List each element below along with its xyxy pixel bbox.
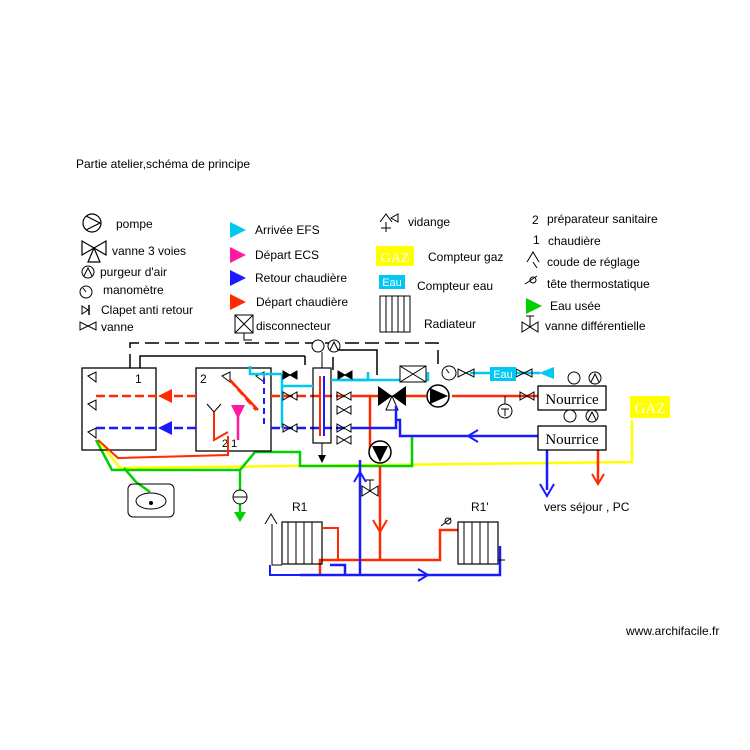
gas-meter-icon [376, 246, 414, 266]
legend-col2: Arrivée EFS Départ ECS Retour chaudière … [230, 222, 348, 341]
vers-sejour-label: vers séjour , PC [544, 500, 630, 514]
differential-valve-icon [521, 315, 539, 333]
legend-ecs: Départ ECS [255, 248, 319, 262]
legend-clapet: Clapet anti retour [101, 303, 193, 317]
tank-num: 2 [200, 372, 207, 386]
drain-icon [379, 213, 399, 232]
water-meter [490, 367, 516, 381]
radiator-r1 [264, 513, 339, 576]
legend-tete: tête thermostatique [547, 277, 650, 291]
manifold-2: Nourrice [537, 409, 607, 451]
r1p-label: R1' [471, 500, 489, 514]
water-meter-icon [379, 275, 405, 289]
legend-prep-num: 2 [532, 213, 539, 227]
main-pump-icon [426, 384, 450, 408]
manifold-1: Nourrice [537, 371, 607, 411]
radiator-pump-icon [368, 440, 392, 464]
thermostatic-head-icon [524, 275, 538, 285]
legend-disconnecteur: disconnecteur [256, 319, 331, 333]
water-meter-label: Eau [382, 277, 402, 289]
footer-url[interactable]: www.archifacile.fr [625, 624, 719, 638]
legend-depart: Départ chaudière [256, 295, 348, 309]
legend-usee: Eau usée [550, 299, 601, 313]
efs-arrow-icon [230, 222, 246, 238]
legend-col3: vidange GAZ Compteur gaz Eau Compteur ea… [376, 213, 503, 333]
thermometer-icon [497, 396, 513, 419]
legend-radiateur: Radiateur [424, 317, 476, 331]
return-arrow-icon [230, 270, 246, 286]
radiator-r1p [440, 517, 505, 565]
r1-label: R1 [292, 500, 308, 514]
dhw-tank-box [195, 367, 272, 452]
three-way-valve [378, 386, 406, 411]
waste-arrow-icon [526, 298, 542, 314]
legend-chaud: chaudière [548, 234, 601, 248]
collector-valves [282, 370, 353, 445]
three-way-valve-icon [81, 239, 107, 263]
legend-pompe: pompe [116, 217, 153, 231]
legend-vidange: vidange [408, 215, 450, 229]
return-arrow [158, 421, 172, 435]
legend-efs: Arrivée EFS [255, 223, 320, 237]
disconnector [399, 365, 427, 383]
supply-arrow [158, 389, 172, 403]
valve-icon [79, 321, 97, 331]
boiler-valves [87, 371, 97, 439]
legend-prep: préparateur sanitaire [547, 212, 658, 226]
ecs-arrow [231, 405, 245, 419]
legend-retour: Retour chaudière [255, 271, 347, 285]
air-vent-icon [81, 265, 95, 279]
legend-vanne: vanne [101, 320, 134, 334]
legend-gaz: Compteur gaz [428, 250, 503, 264]
water-meter-text: Eau [493, 369, 513, 381]
schematic-main: 1 2 2 1 [81, 339, 670, 582]
gas-meter-text: GAZ [635, 401, 666, 417]
legend-manometre: manomètre [103, 283, 164, 297]
gas-meter [630, 396, 670, 418]
waste-drain-icon [232, 489, 248, 522]
pump-icon [82, 213, 102, 233]
boiler-num: 1 [135, 372, 142, 386]
collector [312, 367, 332, 444]
balancing-elbow-icon [526, 251, 540, 269]
legend-col4: 2 préparateur sanitaire 1 chaudière coud… [521, 212, 658, 333]
legend-vanne3: vanne 3 voies [112, 244, 186, 258]
legend-vdiff: vanne différentielle [545, 319, 646, 333]
return-pipes [300, 406, 549, 577]
check-valve-icon [81, 305, 90, 315]
gas-meter-label: GAZ [381, 251, 410, 266]
legend-eau: Compteur eau [417, 279, 493, 293]
differential-valve [361, 479, 379, 497]
nourrice-1-label: Nourrice [545, 392, 599, 408]
legend-coude: coude de réglage [547, 255, 640, 269]
disconnector-icon [234, 314, 254, 341]
page-title: Partie atelier,schéma de principe [76, 157, 250, 171]
waste-pipes [94, 437, 414, 512]
legend-col1: pompe vanne 3 voies purgeur d'air manomè… [79, 213, 193, 334]
nourrice-2-label: Nourrice [545, 432, 599, 448]
radiator-icon [379, 295, 411, 333]
collector-gauges [311, 339, 341, 368]
control-wiring [129, 342, 439, 375]
legend-chaud-num: 1 [533, 233, 540, 247]
legend-purgeur: purgeur d'air [100, 265, 167, 279]
tank-bottom-num: 2 1 [222, 438, 237, 450]
boiler-box [81, 367, 157, 451]
ecs-arrow-icon [230, 247, 246, 263]
manometer-icon [79, 285, 93, 299]
cold-line-valves [457, 368, 535, 401]
sink-icon [127, 483, 175, 518]
supply-arrow-icon [230, 294, 246, 310]
